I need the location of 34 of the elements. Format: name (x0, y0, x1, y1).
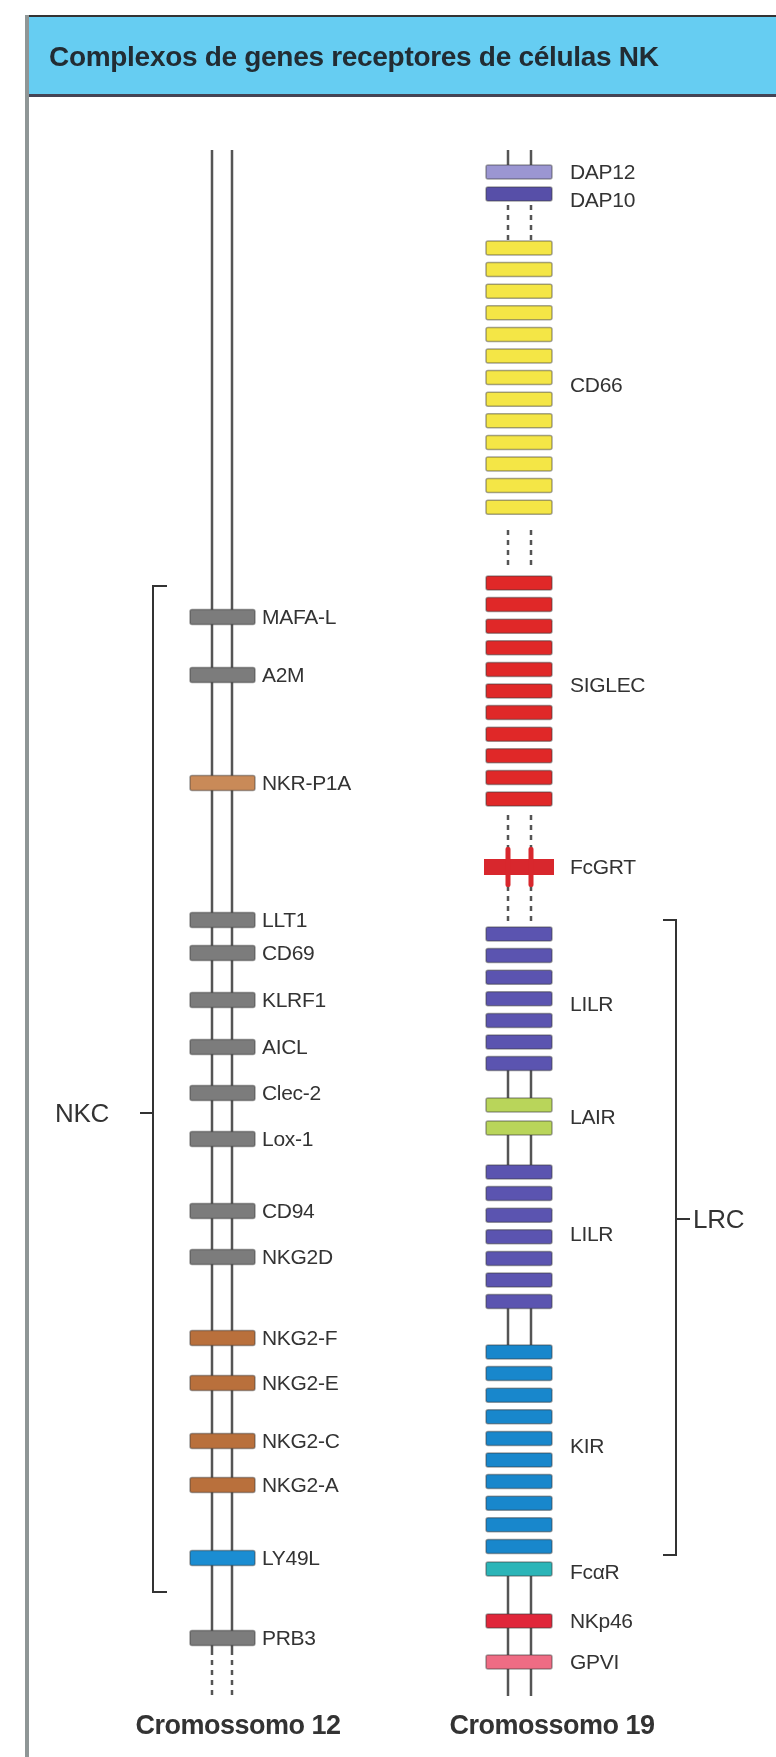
gene-label: Clec-2 (262, 1080, 321, 1106)
gene-label: CD69 (262, 940, 315, 966)
gene-label: LLT1 (262, 907, 308, 933)
gene-label: NKp46 (570, 1608, 633, 1634)
gene-label: PRB3 (262, 1625, 316, 1651)
gene-label: LAIR (570, 1104, 616, 1130)
chromosome-label: Cromossomo 12 (135, 1712, 341, 1738)
gene-label: NKG2-E (262, 1370, 339, 1396)
gene-label: KIR (570, 1433, 605, 1459)
gene-label: FcGRT (570, 854, 636, 880)
gene-label: NKG2-A (262, 1472, 339, 1498)
gene-label: FcαR (570, 1559, 620, 1585)
gene-label: KLRF1 (262, 987, 326, 1013)
gene-label: LILR (570, 1221, 614, 1247)
gene-label: CD94 (262, 1198, 315, 1224)
chromosome-label: Cromossomo 19 (449, 1712, 655, 1738)
gene-label: MAFA-L (262, 604, 337, 630)
gene-label: Lox-1 (262, 1126, 314, 1152)
gene-label: AICL (262, 1034, 308, 1060)
title: Complexos de genes receptores de células NK (49, 41, 659, 73)
gene-label: SIGLEC (570, 672, 646, 698)
gene-label: NKG2-C (262, 1428, 340, 1454)
complex-label: NKC (55, 1100, 109, 1126)
gene-label: DAP10 (570, 187, 636, 213)
gene-label: LY49L (262, 1545, 320, 1571)
gene-label: LILR (570, 991, 614, 1017)
complex-label: LRC (693, 1206, 745, 1232)
gene-label: NKR-P1A (262, 770, 351, 796)
gene-label: GPVI (570, 1649, 619, 1675)
gene-label: A2M (262, 662, 305, 688)
gene-label: NKG2-F (262, 1325, 338, 1351)
gene-label: DAP12 (570, 159, 636, 185)
gene-label: NKG2D (262, 1244, 333, 1270)
gene-label: CD66 (570, 372, 623, 398)
